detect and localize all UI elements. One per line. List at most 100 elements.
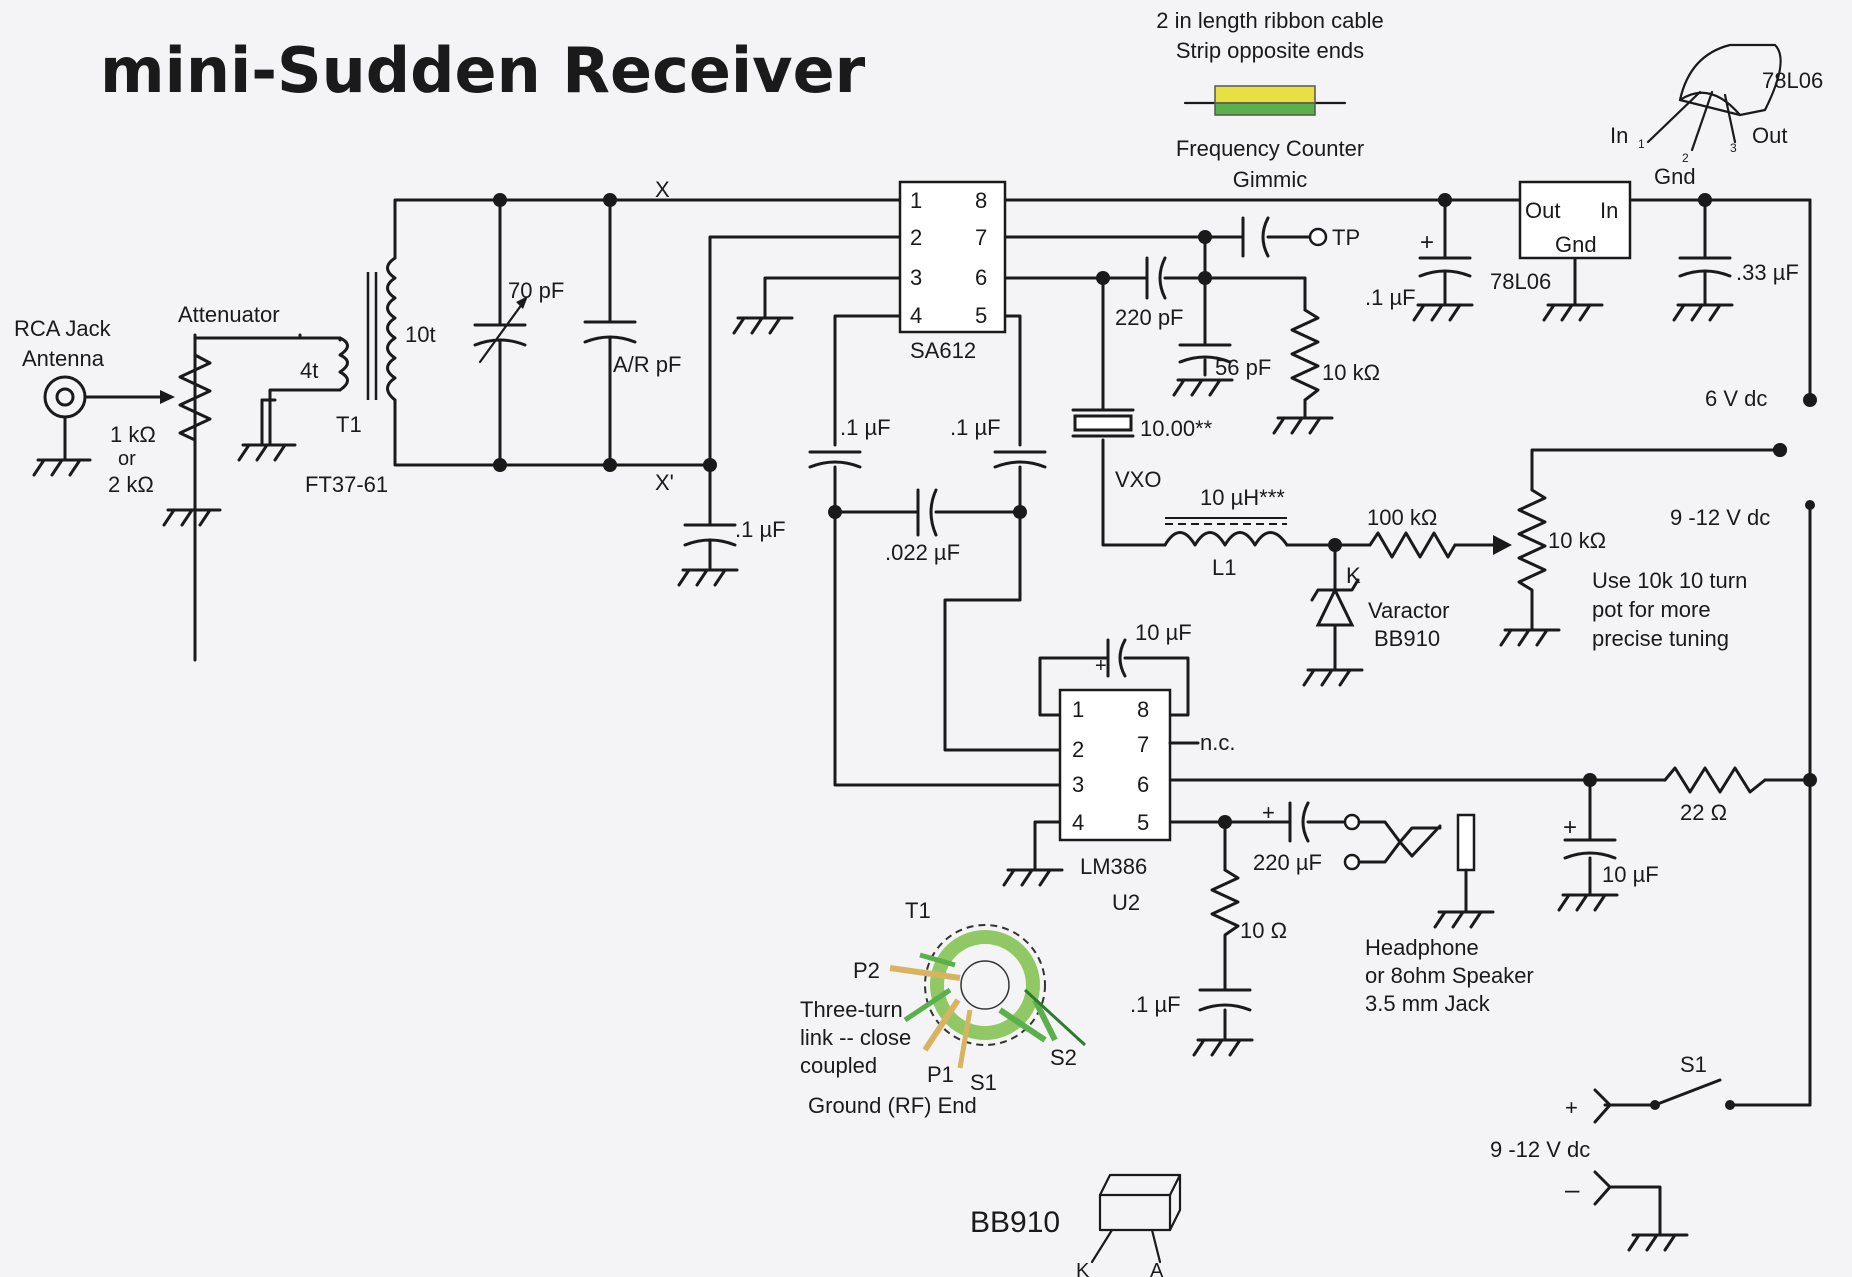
antenna-label: Antenna xyxy=(22,346,105,371)
ground-icon xyxy=(677,568,739,587)
bb910-package: BB910 K A xyxy=(970,1173,1182,1277)
regulator-box-gnd: Gnd xyxy=(1555,232,1597,257)
resistor-100k-label: 100 kΩ xyxy=(1367,505,1437,530)
bb910-icon xyxy=(1098,1173,1182,1197)
tuning-note-1: Use 10k 10 turn xyxy=(1592,568,1747,593)
toroid-core-icon xyxy=(924,924,1046,1046)
gain-cap-plus: + xyxy=(1095,655,1107,677)
output-cap-label: 220 µF xyxy=(1253,850,1322,875)
crystal-label: 10.00** xyxy=(1140,416,1213,441)
junction-dots xyxy=(493,193,1817,829)
regulator-pin-number-2: 2 xyxy=(1682,151,1689,165)
6v-rail-label: 6 V dc xyxy=(1705,386,1767,411)
toroid-p1-label: P1 xyxy=(927,1062,954,1087)
ground-icon xyxy=(732,316,794,335)
toroid-note-1: Three-turn xyxy=(800,997,903,1022)
gimmick-note-1: 2 in length ribbon cable xyxy=(1156,8,1384,33)
vxo-label: VXO xyxy=(1115,467,1161,492)
ground-icon xyxy=(1557,893,1619,912)
regulator-cap-out-label: .33 µF xyxy=(1736,260,1799,285)
gimmick-note-4: Gimmic xyxy=(1233,167,1308,192)
sa612-pin-1: 1 xyxy=(910,188,922,213)
frequency-counter-gimmick: 2 in length ribbon cable Strip opposite … xyxy=(1156,8,1384,192)
vxo-section: TP 220 pF 56 pF 10 kΩ 10.00** VXO 10 µH*… xyxy=(1071,216,1747,687)
inductor-l1 xyxy=(1163,531,1289,547)
diagram-title: mini-Sudden Receiver xyxy=(100,34,866,107)
bb910-k-label: K xyxy=(1076,1260,1090,1277)
sa612-pin-3: 3 xyxy=(910,265,922,290)
vxo-cap-56pf: 56 pF xyxy=(1215,355,1271,380)
lm386-pin-4: 4 xyxy=(1072,810,1084,835)
ground-icon xyxy=(1672,303,1734,322)
test-point-label: TP xyxy=(1332,225,1360,250)
lm386-pin-6: 6 xyxy=(1137,772,1149,797)
lm386-ref: U2 xyxy=(1112,890,1140,915)
bb910-label: BB910 xyxy=(970,1206,1060,1239)
transformer-ref: T1 xyxy=(336,412,362,437)
primary-turns: 4t xyxy=(300,358,318,383)
pot-value-2k: 2 kΩ xyxy=(108,472,154,497)
regulator-pin-number-3: 3 xyxy=(1730,141,1737,155)
9v-rail-label: 9 -12 V dc xyxy=(1670,505,1770,530)
regulator-pinout-part: 78L06 xyxy=(1762,68,1823,93)
decoupling-cap-plus: + xyxy=(1563,814,1577,841)
tuning-note-3: precise tuning xyxy=(1592,626,1729,651)
ground-icon xyxy=(1002,868,1064,887)
bb910-a-label: A xyxy=(1150,1260,1164,1277)
sa612-pin-8: 8 xyxy=(975,188,987,213)
regulator-body xyxy=(1518,180,1632,260)
sa612-pin-6: 6 xyxy=(975,265,987,290)
regulator-box-label: 78L06 xyxy=(1490,269,1551,294)
lm386-pin-8: 8 xyxy=(1137,697,1149,722)
lm386-body xyxy=(1058,688,1172,842)
toroid-t1-label: T1 xyxy=(905,898,931,923)
lm386-nc-label: n.c. xyxy=(1200,730,1235,755)
ground-icon xyxy=(1433,910,1495,929)
inductor-ref: L1 xyxy=(1212,555,1236,580)
ground-icon xyxy=(1499,628,1561,647)
crystal-icon xyxy=(1073,414,1133,432)
switch-s1 xyxy=(1653,1078,1722,1107)
regulator-box-out: Out xyxy=(1525,198,1560,223)
toroid-s2-label: S2 xyxy=(1050,1045,1077,1070)
trimmer-cap-label: 70 pF xyxy=(508,278,564,303)
ribbon-cable-green xyxy=(1214,102,1316,116)
inductor-label: 10 µH*** xyxy=(1200,485,1285,510)
tuning-pot-label: 10 kΩ xyxy=(1548,528,1606,553)
rca-jack-icon xyxy=(43,375,87,419)
regulator-box-in: In xyxy=(1600,198,1618,223)
regulator-cap-in-label: .1 µF xyxy=(1365,285,1416,310)
varactor-k-label: K xyxy=(1346,563,1361,588)
resistor-10-ohm xyxy=(1210,868,1240,942)
battery-voltage-label: 9 -12 V dc xyxy=(1490,1137,1590,1162)
node-x-label: X xyxy=(655,177,670,202)
gimmick-note-3: Frequency Counter xyxy=(1176,136,1364,161)
varactor-label-2: BB910 xyxy=(1374,626,1440,651)
varactor-icon xyxy=(1315,586,1355,627)
headphone-jack-icon xyxy=(1343,813,1476,914)
lm386-amplifier: 1 2 3 4 8 7 6 5 n.c. LM386 U2 + 10 µF + … xyxy=(1002,620,1534,1057)
ground-icon xyxy=(32,458,92,477)
ar-cap-label: A/R pF xyxy=(613,352,681,377)
test-point-icon xyxy=(1308,227,1328,247)
vxo-resistor-label: 10 kΩ xyxy=(1322,360,1380,385)
battery-minus-label: – xyxy=(1565,1174,1580,1204)
secondary-winding xyxy=(386,256,397,402)
lm386-pin-2: 2 xyxy=(1072,737,1084,762)
sa612-pin-5: 5 xyxy=(975,303,987,328)
tuning-note-2: pot for more xyxy=(1592,597,1711,622)
regulator-pin-number-1: 1 xyxy=(1638,137,1645,151)
sa612-pin-7: 7 xyxy=(975,225,987,250)
lm386-pin-1: 1 xyxy=(1072,697,1084,722)
resistor-22-ohm-label: 22 Ω xyxy=(1680,800,1727,825)
lm386-pin-3: 3 xyxy=(1072,772,1084,797)
rca-jack-label: RCA Jack xyxy=(14,316,112,341)
bypass-cap-label: .1 µF xyxy=(735,517,786,542)
attenuator-pot xyxy=(178,353,212,512)
regulator-pinout: 78L06 In Out Gnd 1 2 3 xyxy=(1610,43,1823,189)
sa612-cap-c-label: .022 µF xyxy=(885,540,960,565)
ground-icon xyxy=(1542,303,1604,322)
toroid-p2-label: P2 xyxy=(853,958,880,983)
battery-plus-label: + xyxy=(1565,1095,1578,1120)
toroid-note-3: coupled xyxy=(800,1053,877,1078)
